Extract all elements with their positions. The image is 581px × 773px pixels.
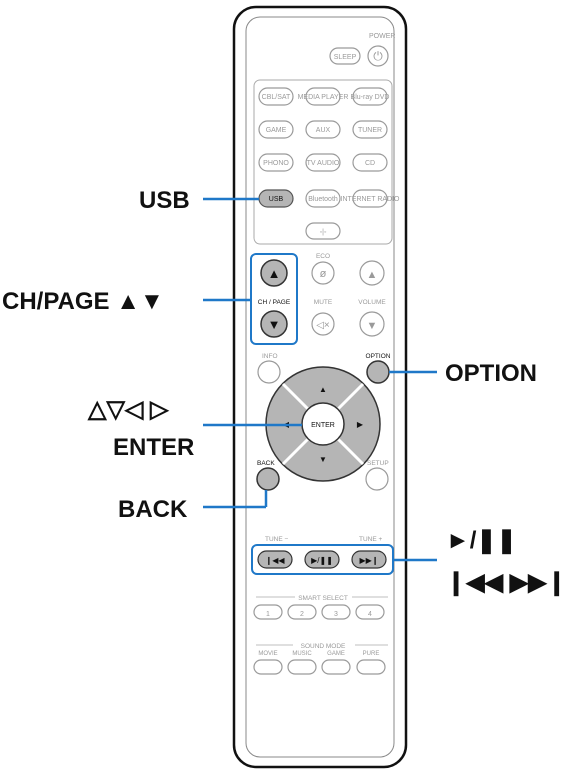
source-cbl-sat[interactable] bbox=[258, 87, 294, 106]
smart-select-4[interactable] bbox=[355, 604, 385, 620]
eco-label: ECO bbox=[316, 253, 330, 260]
option-callout: OPTION bbox=[445, 360, 537, 387]
play-pause-icon: ▶/❚❚ bbox=[311, 556, 333, 565]
back-button[interactable] bbox=[256, 467, 280, 491]
sound-mode-label: SOUND MODE bbox=[301, 643, 346, 650]
smart-select-2[interactable] bbox=[287, 604, 317, 620]
sound-mode-music-button[interactable] bbox=[287, 659, 317, 675]
power-icon: ⏻ bbox=[373, 49, 383, 63]
sleep-button[interactable] bbox=[329, 47, 361, 65]
volume-up-button[interactable] bbox=[359, 260, 385, 286]
tune-plus-label: TUNE + bbox=[359, 536, 383, 543]
source-label: Bluetooth bbox=[308, 196, 338, 203]
source-bluetooth[interactable] bbox=[305, 189, 341, 208]
source-label: Blu-ray DVD bbox=[351, 94, 390, 101]
smart-select-label: SMART SELECT bbox=[298, 595, 348, 602]
mute-label: MUTE bbox=[314, 299, 333, 306]
info-label: INFO bbox=[262, 353, 278, 360]
ch-page-label: CH / PAGE bbox=[258, 299, 291, 306]
source-media-player[interactable] bbox=[305, 87, 341, 106]
smart-select-number: 1 bbox=[266, 611, 270, 618]
source-label: CD bbox=[365, 160, 375, 167]
back-callout: BACK bbox=[118, 496, 188, 523]
cursor-up-icon[interactable]: ▲ bbox=[319, 385, 327, 394]
source-label: USB bbox=[269, 196, 284, 203]
sound-mode-name: PURE bbox=[363, 651, 380, 657]
remote-inner-outline bbox=[245, 16, 395, 758]
ch-page-up-button[interactable] bbox=[260, 259, 288, 287]
source-game[interactable] bbox=[258, 120, 294, 139]
cursor-down-icon[interactable]: ▼ bbox=[319, 455, 327, 464]
volume-label: VOLUME bbox=[358, 299, 386, 306]
smart-select-number: 4 bbox=[368, 611, 372, 618]
option-label: OPTION bbox=[366, 353, 391, 360]
sound-mode-movie-button[interactable] bbox=[253, 659, 283, 675]
up-arrow-icon: ▲ bbox=[268, 266, 281, 281]
setup-label: SETUP bbox=[367, 460, 389, 467]
cursor-right-icon[interactable]: ▶ bbox=[357, 420, 364, 429]
smart-select-number: 3 bbox=[334, 611, 338, 618]
sound-mode-name: MUSIC bbox=[292, 651, 312, 657]
sound-mode-name: GAME bbox=[327, 651, 345, 657]
eco-button[interactable] bbox=[311, 261, 335, 285]
source-label: TV AUDIO bbox=[307, 160, 340, 167]
sound-mode-pure-button[interactable] bbox=[356, 659, 386, 675]
source-internet-radio[interactable] bbox=[352, 189, 388, 208]
back-label: BACK bbox=[257, 460, 275, 467]
skip-back-button[interactable] bbox=[257, 550, 293, 569]
play-pause-button[interactable] bbox=[304, 550, 340, 569]
skip-back-icon: ❙◀◀ bbox=[265, 556, 285, 565]
power-button[interactable] bbox=[367, 45, 389, 67]
source-phono[interactable] bbox=[258, 153, 294, 172]
smart-select-1[interactable] bbox=[253, 604, 283, 620]
source-label: GAME bbox=[266, 127, 287, 134]
setup-button[interactable] bbox=[365, 467, 389, 491]
source-tuner[interactable] bbox=[352, 120, 388, 139]
volume-up-icon: ▲ bbox=[367, 269, 378, 281]
source-label: INTERNET RADIO bbox=[341, 196, 401, 203]
play-pause-callout: ►/❚❚ bbox=[446, 527, 517, 555]
sleep-label: SLEEP bbox=[334, 54, 357, 61]
sound-mode-game-button[interactable] bbox=[321, 659, 351, 675]
source-aux[interactable] bbox=[305, 120, 341, 139]
source-label: TUNER bbox=[358, 127, 382, 134]
zone-button[interactable] bbox=[305, 222, 341, 240]
option-button[interactable] bbox=[366, 360, 390, 384]
volume-down-icon: ▼ bbox=[367, 320, 378, 332]
skip-callout: ❙◀◀ ▶▶❙ bbox=[446, 569, 567, 597]
usb-callout: USB bbox=[139, 187, 190, 214]
cursor-callout: △▽◁ ▷ bbox=[87, 396, 170, 423]
leaf-icon: ø bbox=[320, 268, 327, 280]
ch-page-callout: CH/PAGE ▲▼ bbox=[2, 288, 164, 315]
source-bluray[interactable] bbox=[352, 87, 388, 106]
tune-minus-label: TUNE − bbox=[265, 536, 289, 543]
down-arrow-icon: ▼ bbox=[268, 317, 281, 332]
source-label: MEDIA PLAYER bbox=[298, 94, 349, 101]
volume-down-button[interactable] bbox=[359, 311, 385, 337]
source-label: CBL/SAT bbox=[262, 94, 291, 101]
source-cd[interactable] bbox=[352, 153, 388, 172]
smart-select-3[interactable] bbox=[321, 604, 351, 620]
zone-icon: ◦|◦ bbox=[320, 229, 327, 236]
info-button[interactable] bbox=[257, 360, 281, 384]
enter-callout: ENTER bbox=[113, 434, 194, 461]
source-tv-audio[interactable] bbox=[305, 153, 341, 172]
ch-page-down-button[interactable] bbox=[260, 310, 288, 338]
source-label: PHONO bbox=[263, 160, 289, 167]
smart-select-number: 2 bbox=[300, 611, 304, 618]
power-label: POWER bbox=[369, 33, 395, 40]
enter-label: ENTER bbox=[311, 422, 335, 429]
mute-icon: ◁× bbox=[316, 320, 330, 331]
skip-forward-button[interactable] bbox=[351, 550, 387, 569]
sound-mode-name: MOVIE bbox=[258, 651, 277, 657]
mute-button[interactable] bbox=[311, 312, 335, 336]
skip-forward-icon: ▶▶❙ bbox=[359, 556, 378, 565]
source-label: AUX bbox=[316, 127, 331, 134]
